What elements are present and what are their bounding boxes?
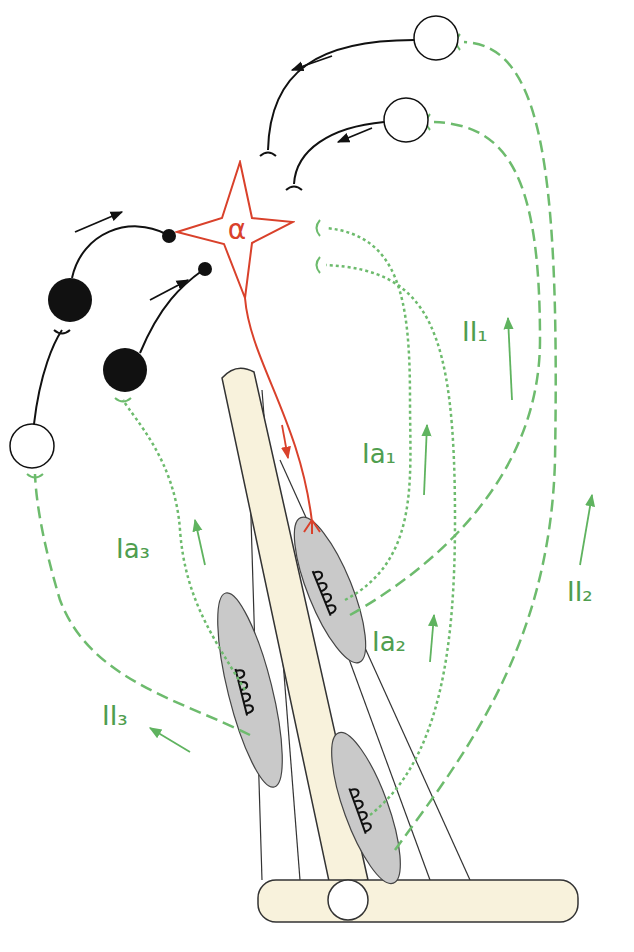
- axon: [72, 226, 166, 278]
- ia-fibre: [326, 265, 455, 815]
- axon: [245, 298, 312, 522]
- direction-arrow: [282, 425, 288, 458]
- direction-arrow: [424, 425, 427, 495]
- fibre-label-box: II₂: [565, 578, 595, 608]
- muscle-spindle: [280, 509, 379, 670]
- synapse: [27, 474, 43, 478]
- direction-arrows: [75, 56, 592, 752]
- direction-arrow: [508, 318, 512, 400]
- fibre-label: II₁: [460, 318, 490, 348]
- motor-neuron: α: [175, 160, 295, 300]
- muscle-spindle: [318, 725, 414, 890]
- synapse: [286, 187, 302, 191]
- axon: [268, 40, 414, 150]
- muscle-spindle: [204, 588, 295, 793]
- fibre-label: II₃: [100, 702, 130, 732]
- direction-arrow: [292, 56, 332, 70]
- sensory-ending: [313, 568, 338, 615]
- axon: [34, 330, 62, 424]
- fibre-label: Ia₃: [114, 535, 152, 565]
- axon: [294, 122, 384, 184]
- fibre-label: II₂: [565, 578, 595, 608]
- synapse: [54, 330, 70, 334]
- neuron-label: α: [228, 216, 246, 244]
- fibre-label-box: Ia₃: [114, 535, 152, 565]
- fibre-label-box: Ia₁: [360, 440, 398, 470]
- inhibitory-terminal: [162, 229, 176, 243]
- fibre-label: Ia₁: [360, 440, 398, 470]
- direction-arrow: [150, 728, 190, 752]
- bone: [222, 368, 578, 922]
- synapse: [260, 153, 276, 157]
- ii-fibre: [395, 42, 556, 850]
- motor-axon: [245, 298, 320, 534]
- direction-arrow: [75, 212, 122, 232]
- motor-endplate: [304, 520, 320, 534]
- ii-fibre: [350, 122, 540, 615]
- synapse: [317, 220, 321, 236]
- sensory-ending: [349, 786, 372, 834]
- synapse: [115, 398, 131, 402]
- inhibitory-terminal: [198, 262, 212, 276]
- direction-arrow: [338, 128, 372, 142]
- direction-arrow: [580, 495, 592, 565]
- ia-fibre: [326, 228, 410, 600]
- synapse: [27, 34, 460, 478]
- motor-neuron-soma: [177, 162, 293, 298]
- sensory-ending: [235, 667, 254, 715]
- inhibitory-neuron: [103, 348, 147, 392]
- fibre-label: Ia₂: [370, 628, 408, 658]
- inhibitory-neuron: [48, 278, 92, 322]
- bone-bar: [258, 880, 578, 922]
- spindle-capsule: [204, 588, 295, 793]
- synapse: [317, 257, 321, 273]
- spindle-capsule: [280, 509, 379, 670]
- excitatory-neuron: [414, 16, 458, 60]
- afferent-fibres: [35, 42, 556, 850]
- fibre-label-box: II₃: [100, 702, 130, 732]
- excitatory-neuron: [10, 424, 54, 468]
- fibre-label-box: Ia₂: [370, 628, 408, 658]
- joint: [328, 880, 368, 920]
- interneurons: [10, 16, 458, 468]
- axon: [140, 270, 203, 353]
- fibre-label-box: II₁: [460, 318, 490, 348]
- ii-fibre: [35, 474, 250, 735]
- excitatory-neuron: [384, 98, 428, 142]
- direction-arrow: [195, 520, 205, 565]
- direction-arrow: [150, 280, 188, 300]
- spindle-capsule: [318, 725, 414, 890]
- direction-arrow: [430, 615, 434, 662]
